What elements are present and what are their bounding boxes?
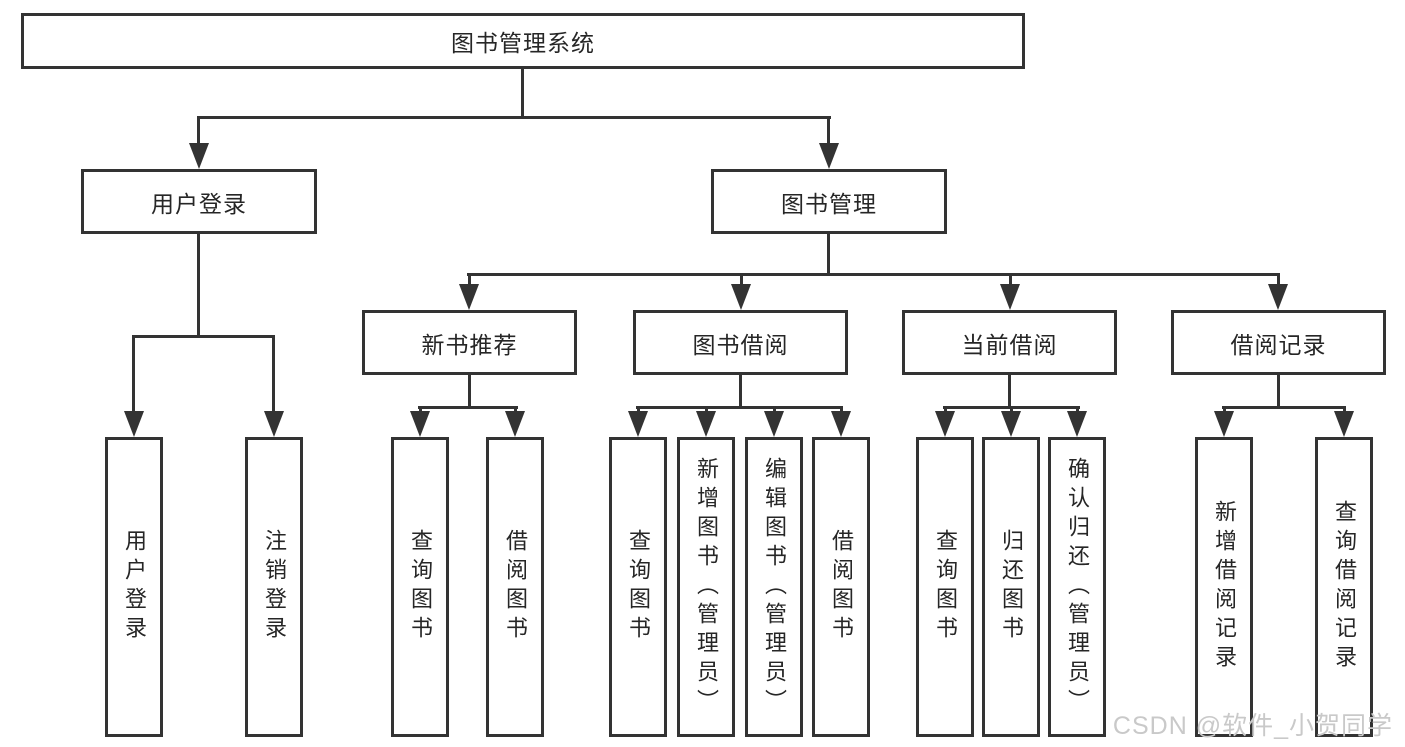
arrow-head	[764, 411, 784, 437]
leaf-borrowing-borrow-books: 借阅图书	[812, 437, 870, 737]
connector-line	[132, 338, 135, 413]
connector-line	[132, 335, 275, 338]
arrow-head	[459, 284, 479, 310]
connector-line	[521, 69, 524, 118]
connector-line	[1010, 406, 1013, 414]
leaf-current-query-books: 查询图书	[916, 437, 974, 737]
connector-line	[1277, 276, 1280, 286]
connector-line	[1343, 406, 1346, 414]
node-book-borrowing: 图书借阅	[633, 310, 848, 375]
arrow-head	[124, 411, 144, 437]
leaf-current-confirm-return-admin: 确认归还（管理员）	[1048, 437, 1106, 737]
arrow-head	[1334, 411, 1354, 437]
node-current-borrowing: 当前借阅	[902, 310, 1117, 375]
arrow-head	[1214, 411, 1234, 437]
connector-line	[419, 406, 422, 414]
leaf-borrowing-query-books: 查询图书	[609, 437, 667, 737]
connector-line	[272, 338, 275, 413]
connector-line	[773, 406, 776, 414]
connector-line	[827, 234, 830, 276]
connector-line	[840, 406, 843, 414]
connector-line	[197, 116, 831, 119]
leaf-recommend-query-books: 查询图书	[391, 437, 449, 737]
arrow-head	[819, 143, 839, 169]
connector-line	[1076, 406, 1079, 414]
leaf-records-add-record: 新增借阅记录	[1195, 437, 1253, 737]
arrow-head	[696, 411, 716, 437]
connector-line	[467, 273, 1280, 276]
connector-line	[1277, 375, 1280, 408]
node-book-management: 图书管理	[711, 169, 947, 234]
arrow-head	[628, 411, 648, 437]
arrow-head	[410, 411, 430, 437]
node-system-root: 图书管理系统	[21, 13, 1025, 69]
arrow-head	[1001, 411, 1021, 437]
node-new-book-recommend: 新书推荐	[362, 310, 577, 375]
connector-line	[636, 406, 843, 409]
connector-line	[1222, 406, 1346, 409]
connector-line	[944, 406, 947, 414]
connector-line	[827, 119, 830, 145]
arrow-head	[1268, 284, 1288, 310]
connector-line	[197, 234, 200, 338]
leaf-borrowing-add-books-admin: 新增图书（管理员）	[677, 437, 735, 737]
arrow-head	[264, 411, 284, 437]
arrow-head	[1067, 411, 1087, 437]
connector-line	[637, 406, 640, 414]
connector-line	[705, 406, 708, 414]
leaf-records-query-record: 查询借阅记录	[1315, 437, 1373, 737]
leaf-logout: 注销登录	[245, 437, 303, 737]
node-user-login: 用户登录	[81, 169, 317, 234]
csdn-watermark: CSDN @软件_小贺同学	[1112, 712, 1393, 740]
arrow-head	[831, 411, 851, 437]
connector-line	[739, 375, 742, 408]
arrow-head	[935, 411, 955, 437]
connector-line	[740, 276, 743, 286]
arrow-head	[1000, 284, 1020, 310]
connector-line	[1008, 375, 1011, 408]
arrow-head	[731, 284, 751, 310]
connector-line	[468, 375, 471, 408]
node-borrow-records: 借阅记录	[1171, 310, 1386, 375]
connector-line	[418, 406, 518, 409]
leaf-current-return-books: 归还图书	[982, 437, 1040, 737]
connector-line	[1009, 276, 1012, 286]
connector-line	[468, 276, 471, 286]
arrow-head	[189, 143, 209, 169]
leaf-user-login: 用户登录	[105, 437, 163, 737]
connector-line	[1223, 406, 1226, 414]
leaf-recommend-borrow-books: 借阅图书	[486, 437, 544, 737]
arrow-head	[505, 411, 525, 437]
leaf-borrowing-edit-books-admin: 编辑图书（管理员）	[745, 437, 803, 737]
connector-line	[197, 119, 200, 145]
connector-line	[514, 406, 517, 414]
